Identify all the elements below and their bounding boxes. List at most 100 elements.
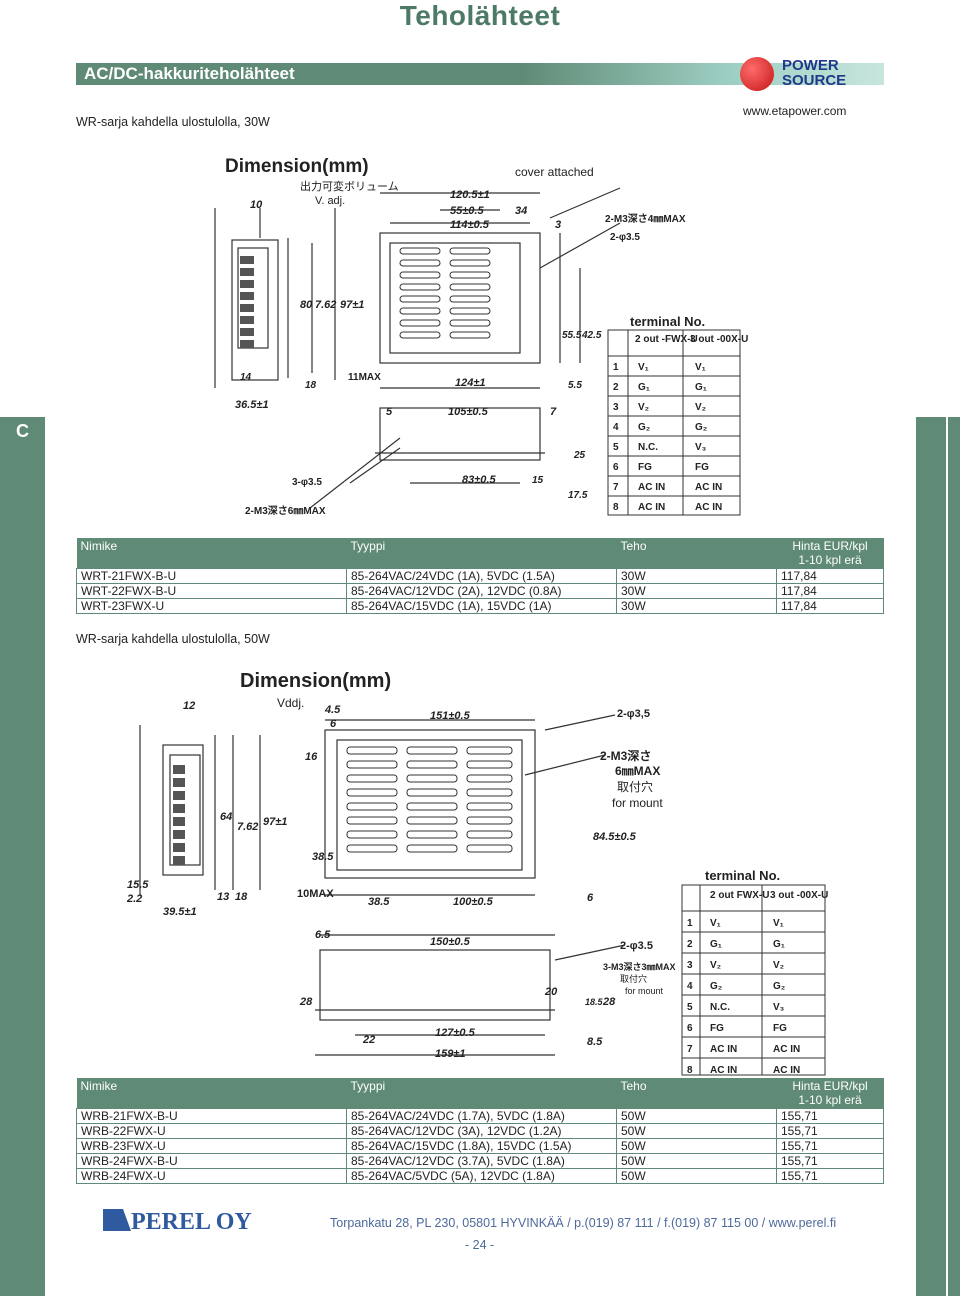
svg-text:97±1: 97±1 — [263, 816, 287, 828]
svg-text:3-φ3.5: 3-φ3.5 — [292, 477, 322, 488]
svg-text:18: 18 — [305, 380, 317, 391]
svg-text:6: 6 — [330, 718, 337, 730]
svg-text:8.5: 8.5 — [587, 1036, 603, 1048]
col-nimike: Nimike — [76, 1078, 347, 1109]
diagram1-title: Dimension(mm) — [225, 156, 369, 177]
table-cell: 85-264VAC/12VDC (3A), 12VDC (1.2A) — [346, 1123, 617, 1139]
terminal-cell: AC IN — [695, 502, 722, 513]
svg-text:127±0.5: 127±0.5 — [435, 1027, 476, 1039]
col-tyyppi: Tyyppi — [346, 538, 617, 569]
table-cell: 155,71 — [776, 1123, 884, 1139]
table-cell: 85-264VAC/15VDC (1.8A), 15VDC (1.5A) — [346, 1138, 617, 1154]
terminal-cell: V₁ — [638, 362, 649, 373]
svg-text:38.5: 38.5 — [312, 851, 334, 863]
table-cell: 50W — [616, 1108, 777, 1124]
svg-text:7.62: 7.62 — [237, 821, 258, 833]
terminal-cell: 3 — [687, 960, 693, 971]
table-cell: WRB-24FWX-B-U — [76, 1153, 347, 1169]
svg-text:55±0.5: 55±0.5 — [450, 205, 484, 217]
power-source-logo-icon — [740, 57, 774, 91]
svg-text:6.5: 6.5 — [315, 929, 331, 941]
dimension-diagram-50w: Dimension(mm) Vddj. 2-φ3,5 2-M3深さ 6㎜MAX … — [126, 670, 828, 1076]
table-cell: 155,71 — [776, 1153, 884, 1169]
col-tyyppi: Tyyppi — [346, 1078, 617, 1109]
table-cell: 50W — [616, 1153, 777, 1169]
svg-text:Vddj.: Vddj. — [277, 696, 304, 710]
terminal-cell: G₂ — [773, 981, 785, 992]
svg-text:16: 16 — [305, 751, 318, 763]
terminal-cell: G₂ — [710, 981, 722, 992]
terminal-cell: G₁ — [638, 382, 650, 393]
svg-text:105±0.5: 105±0.5 — [448, 406, 489, 418]
svg-text:for mount: for mount — [625, 986, 664, 996]
terminal-cell: 7 — [613, 482, 619, 493]
table-cell: 50W — [616, 1123, 777, 1139]
svg-text:2-M3深さ4㎜MAX: 2-M3深さ4㎜MAX — [605, 212, 686, 225]
col-teho: Teho — [616, 538, 777, 569]
svg-text:7: 7 — [550, 406, 557, 418]
table-cell: 85-264VAC/5VDC (5A), 12VDC (1.8A) — [346, 1168, 617, 1184]
svg-text:取付穴: 取付穴 — [620, 973, 647, 984]
svg-text:97±1: 97±1 — [340, 299, 364, 311]
terminal-cell: AC IN — [710, 1044, 737, 1055]
svg-text:取付穴: 取付穴 — [617, 779, 653, 794]
website-link[interactable]: www.etapower.com — [743, 104, 847, 118]
svg-text:124±1: 124±1 — [455, 377, 486, 389]
svg-text:cover attached: cover attached — [515, 165, 594, 179]
svg-text:terminal No.: terminal No. — [705, 868, 780, 883]
terminal-cell: V₃ — [773, 1002, 785, 1013]
svg-text:114±0.5: 114±0.5 — [450, 219, 490, 231]
svg-text:18.5: 18.5 — [585, 997, 604, 1007]
terminal-cell: AC IN — [638, 482, 665, 493]
svg-text:3 out -00X-U: 3 out -00X-U — [770, 890, 828, 901]
terminal-cell: 8 — [687, 1065, 693, 1076]
terminal-cell: FG — [695, 462, 709, 473]
terminal-cell: G₁ — [710, 939, 722, 950]
svg-text:39.5±1: 39.5±1 — [163, 906, 197, 918]
svg-text:3 out -00X-U: 3 out -00X-U — [690, 334, 748, 345]
terminal-cell: FG — [638, 462, 652, 473]
terminal-cell: FG — [773, 1023, 787, 1034]
terminal-cell: FG — [710, 1023, 724, 1034]
terminal-cell: 4 — [613, 422, 619, 433]
table-cell: 155,71 — [776, 1138, 884, 1154]
table-cell: 85-264VAC/24VDC (1A), 5VDC (1.5A) — [346, 568, 617, 584]
table-cell: 117,84 — [776, 598, 884, 614]
svg-text:10: 10 — [250, 199, 263, 211]
svg-text:terminal No.: terminal No. — [630, 314, 705, 329]
table-cell: 30W — [616, 568, 777, 584]
terminal-cell: V₃ — [695, 442, 707, 453]
svg-text:38.5: 38.5 — [368, 896, 390, 908]
page-number: - 24 - — [465, 1238, 495, 1252]
svg-text:84.5±0.5: 84.5±0.5 — [593, 831, 637, 843]
perel-logo: PEREL OY — [103, 1209, 252, 1235]
table-cell: WRB-22FWX-U — [76, 1123, 347, 1139]
svg-text:4.5: 4.5 — [324, 704, 341, 716]
svg-text:15: 15 — [532, 475, 544, 486]
terminal-cell: 4 — [687, 981, 693, 992]
section1-subtitle: WR-sarja kahdella ulostulolla, 30W — [76, 115, 270, 129]
svg-text:83±0.5: 83±0.5 — [462, 474, 496, 486]
svg-text:22: 22 — [362, 1034, 375, 1046]
table-cell: 30W — [616, 598, 777, 614]
svg-text:2-M3深さ6㎜MAX: 2-M3深さ6㎜MAX — [245, 504, 326, 517]
perel-logo-icon — [103, 1209, 131, 1231]
svg-text:2 out FWX-U: 2 out FWX-U — [710, 890, 769, 901]
terminal-cell: N.C. — [710, 1002, 730, 1013]
right-side-bar — [916, 417, 960, 1296]
svg-text:V. adj.: V. adj. — [315, 195, 345, 207]
svg-text:14: 14 — [240, 372, 252, 383]
svg-text:15.5: 15.5 — [127, 879, 149, 891]
terminal-cell: 3 — [613, 402, 619, 413]
svg-text:64: 64 — [220, 811, 232, 823]
col-nimike: Nimike — [76, 538, 347, 569]
terminal-cell: 6 — [687, 1023, 693, 1034]
table-cell: WRB-21FWX-B-U — [76, 1108, 347, 1124]
svg-text:28: 28 — [602, 996, 616, 1008]
